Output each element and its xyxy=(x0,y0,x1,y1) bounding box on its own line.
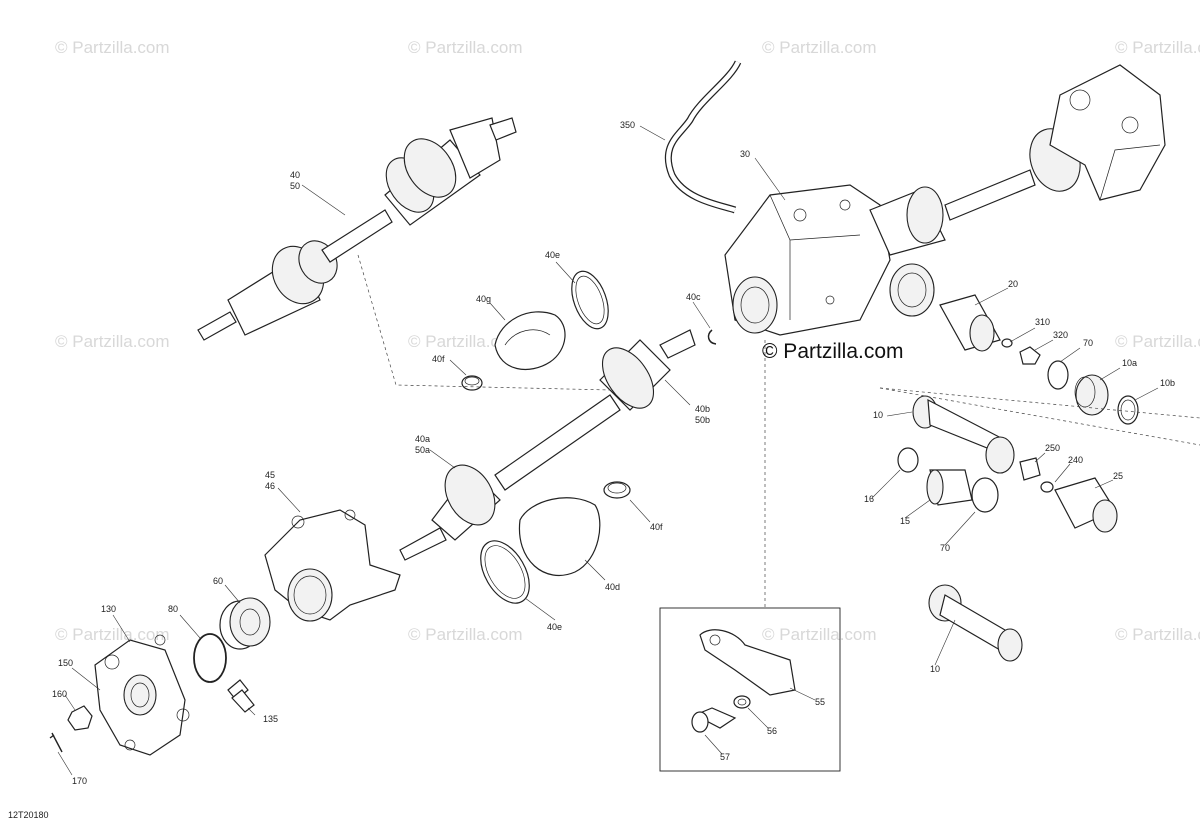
callout-55: 55 xyxy=(815,697,825,707)
watermark: © Partzilla.com xyxy=(55,332,170,351)
watermark: © Partzilla.com xyxy=(762,625,877,644)
callout-10a: 10a xyxy=(1122,358,1137,368)
callout-40g: 40g xyxy=(476,294,491,304)
watermark: © Partzilla.com xyxy=(408,625,523,644)
knuckle-upper-right[interactable] xyxy=(1049,64,1166,201)
watermark: © Partzilla.com xyxy=(1115,625,1200,644)
callout-46: 46 xyxy=(265,481,275,491)
callout-70-top: 70 xyxy=(1083,338,1093,348)
callout-50b: 50b xyxy=(695,415,710,425)
callout-60: 60 xyxy=(213,576,223,586)
detail-inset xyxy=(659,607,841,772)
retaining-ring[interactable] xyxy=(193,633,227,683)
wheel-bearing[interactable] xyxy=(219,597,271,650)
callout-170: 170 xyxy=(72,776,87,786)
callout-320: 320 xyxy=(1053,330,1068,340)
breather-hose[interactable] xyxy=(664,60,742,214)
coupling-sleeve[interactable] xyxy=(939,294,1041,365)
wheel-hub[interactable] xyxy=(94,634,190,756)
front-drive-shaft-upper[interactable] xyxy=(197,117,517,341)
boot-kit-upper[interactable] xyxy=(461,266,615,391)
callout-10b: 10b xyxy=(1160,378,1175,388)
front-differential[interactable] xyxy=(724,184,935,336)
hub-bolt[interactable] xyxy=(227,679,255,713)
clamp-and-boot-set[interactable] xyxy=(1047,360,1139,425)
callout-40a: 40a xyxy=(415,434,430,444)
callout-160: 160 xyxy=(52,689,67,699)
callout-40f-bottom: 40f xyxy=(650,522,663,532)
callout-150: 150 xyxy=(58,658,73,668)
callout-45: 45 xyxy=(265,470,275,480)
watermark: © Partzilla.com xyxy=(408,332,523,351)
boot-kit-lower[interactable] xyxy=(471,481,631,611)
watermark: © Partzilla.com xyxy=(408,38,523,57)
watermark: © Partzilla.com xyxy=(55,625,170,644)
callout-40d: 40d xyxy=(605,582,620,592)
callouts: 350 30 40 50 40e 40g 40f 40c 40b 50b 40a… xyxy=(52,120,1175,786)
callout-40e-bottom: 40e xyxy=(547,622,562,632)
callout-40: 40 xyxy=(290,170,300,180)
front-drive-shaft-middle[interactable] xyxy=(399,329,696,561)
callout-250: 250 xyxy=(1045,443,1060,453)
callout-20: 20 xyxy=(1008,279,1018,289)
callout-40c: 40c xyxy=(686,292,701,302)
coupling-hardware[interactable] xyxy=(1019,457,1118,533)
coupler-parts[interactable] xyxy=(897,447,999,513)
callout-350: 350 xyxy=(620,120,635,130)
callout-310: 310 xyxy=(1035,317,1050,327)
callout-40b: 40b xyxy=(695,404,710,414)
propeller-shaft-lower[interactable] xyxy=(928,584,1023,662)
watermark: © Partzilla.com xyxy=(1115,332,1200,351)
hub-nut[interactable] xyxy=(67,705,93,731)
callout-16: 16 xyxy=(864,494,874,504)
diagram-code: 12T20180 xyxy=(8,810,49,820)
propeller-shaft[interactable] xyxy=(912,395,1015,474)
callout-40f-top: 40f xyxy=(432,354,445,364)
steering-knuckle[interactable] xyxy=(264,509,401,622)
circlip[interactable] xyxy=(707,329,717,345)
partzilla-logo-text: © Partzilla.com xyxy=(762,340,904,363)
cotter-pin[interactable] xyxy=(49,732,63,753)
watermarks: © Partzilla.com © Partzilla.com © Partzi… xyxy=(55,38,1200,644)
leader-lines xyxy=(57,125,1159,776)
callout-40e-top: 40e xyxy=(545,250,560,260)
callout-56: 56 xyxy=(767,726,777,736)
callout-15: 15 xyxy=(900,516,910,526)
callout-50a: 50a xyxy=(415,445,430,455)
callout-50: 50 xyxy=(290,181,300,191)
watermark: © Partzilla.com xyxy=(762,38,877,57)
reference-lines xyxy=(357,254,1200,608)
callout-10-bottom: 10 xyxy=(930,664,940,674)
callout-130: 130 xyxy=(101,604,116,614)
callout-70-bottom: 70 xyxy=(940,543,950,553)
watermark: © Partzilla.com xyxy=(55,38,170,57)
callout-25: 25 xyxy=(1113,471,1123,481)
callout-30: 30 xyxy=(740,149,750,159)
callout-57: 57 xyxy=(720,752,730,762)
callout-10-top: 10 xyxy=(873,410,883,420)
callout-240: 240 xyxy=(1068,455,1083,465)
callout-80: 80 xyxy=(168,604,178,614)
watermark: © Partzilla.com xyxy=(1115,38,1200,57)
callout-135: 135 xyxy=(263,714,278,724)
